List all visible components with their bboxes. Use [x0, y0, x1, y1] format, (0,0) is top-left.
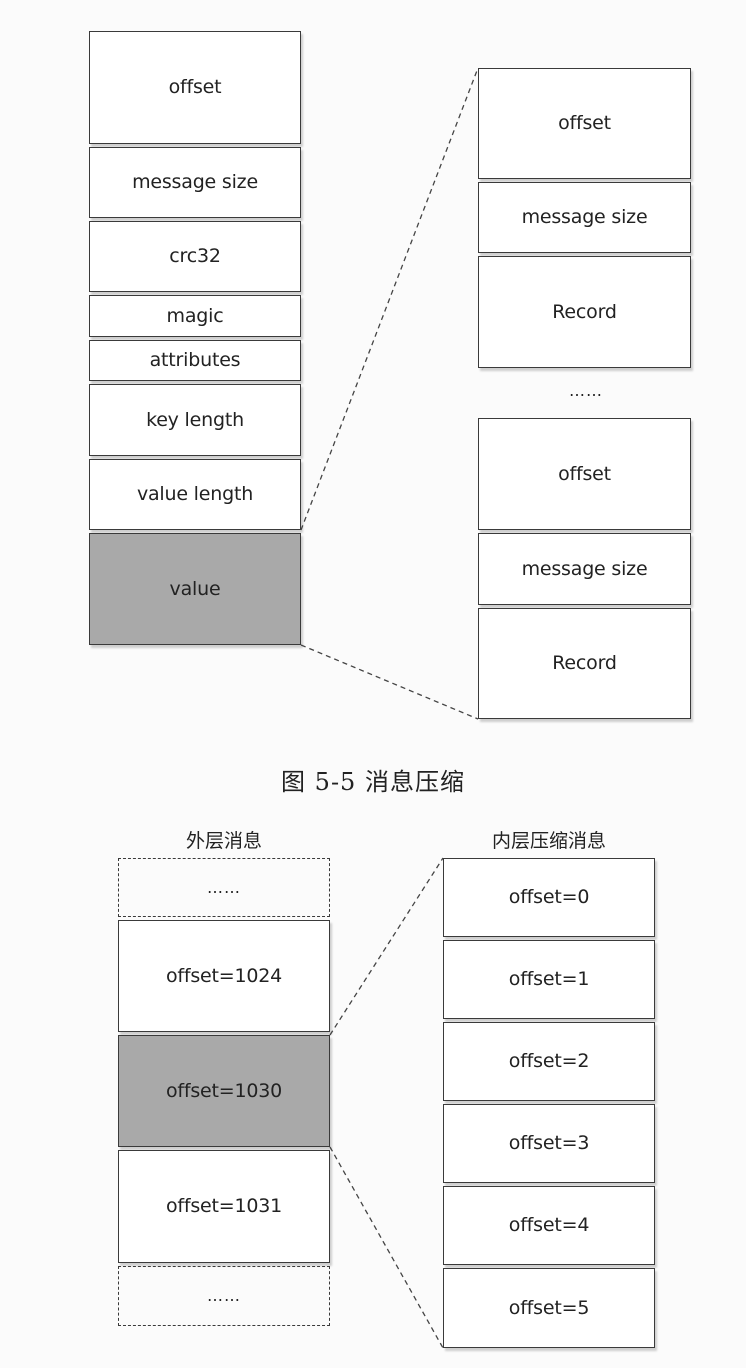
figure1-connector-top — [300, 67, 479, 531]
outer-field-key-length: key length — [89, 384, 301, 456]
outer-field-magic: magic — [89, 295, 301, 337]
field-label: Record — [552, 652, 617, 674]
inner-message-header: 内层压缩消息 — [491, 830, 606, 852]
outer-field-attributes: attributes — [89, 340, 301, 381]
field-label: offset=1030 — [165, 1079, 283, 1102]
inner-field-message-size: message size — [478, 182, 691, 253]
inner-field-record: Record — [478, 608, 691, 719]
outer-offset-1031: offset=1031 — [118, 1150, 330, 1263]
inner-offset-3: offset=3 — [443, 1104, 655, 1183]
field-label: offset=3 — [508, 1132, 590, 1154]
field-label: offset=1031 — [165, 1195, 283, 1217]
outer-field-value-length: value length — [89, 459, 301, 530]
inner-offset-0: offset=0 — [443, 858, 655, 937]
inner-ellipsis: …… — [569, 381, 603, 400]
field-label: key length — [146, 408, 244, 431]
outer-offset-1024: offset=1024 — [118, 920, 330, 1032]
field-label: offset=5 — [508, 1296, 590, 1319]
inner-offset-4: offset=4 — [443, 1186, 655, 1265]
field-label: Record — [552, 300, 617, 323]
figure2-connector-top — [329, 857, 444, 1036]
inner-field-message-size: message size — [478, 533, 691, 605]
field-label: attributes — [149, 349, 241, 371]
figure-caption: 图 5-5 消息压缩 — [281, 768, 465, 796]
outer-field-value: value — [89, 533, 301, 645]
outer-top-ellipsis-box: …… — [118, 858, 330, 917]
inner-offset-2: offset=2 — [443, 1022, 655, 1101]
outer-field-offset: offset — [89, 31, 301, 144]
field-label: message size — [521, 206, 648, 228]
inner-field-offset: offset — [478, 418, 691, 530]
outer-offset-1030: offset=1030 — [118, 1035, 330, 1147]
figure1-connector-bottom — [300, 644, 479, 720]
outer-field-crc32: crc32 — [89, 221, 301, 292]
field-label: value — [169, 577, 221, 600]
inner-field-offset: offset — [478, 68, 691, 179]
field-label: offset=1 — [508, 968, 590, 990]
field-label: offset=0 — [508, 886, 590, 908]
inner-offset-5: offset=5 — [443, 1268, 655, 1348]
outer-bottom-ellipsis-box: …… — [118, 1266, 330, 1326]
field-label: offset=2 — [508, 1050, 590, 1072]
field-label: message size — [521, 557, 648, 580]
ellipsis-label: …… — [207, 1286, 241, 1305]
inner-offset-1: offset=1 — [443, 940, 655, 1019]
field-label: magic — [166, 304, 224, 327]
field-label: offset — [168, 76, 222, 98]
outer-message-header: 外层消息 — [185, 830, 262, 852]
inner-field-record: Record — [478, 256, 691, 368]
outer-field-message-size: message size — [89, 147, 301, 218]
figure2-connector-bottom — [329, 1146, 444, 1349]
field-label: offset — [558, 112, 611, 134]
field-label: value length — [136, 483, 254, 505]
field-label: message size — [132, 171, 258, 193]
field-label: offset=4 — [508, 1214, 590, 1236]
field-label: offset — [558, 462, 611, 485]
field-label: offset=1024 — [165, 964, 283, 987]
ellipsis-label: …… — [207, 877, 241, 897]
field-label: crc32 — [169, 245, 221, 267]
